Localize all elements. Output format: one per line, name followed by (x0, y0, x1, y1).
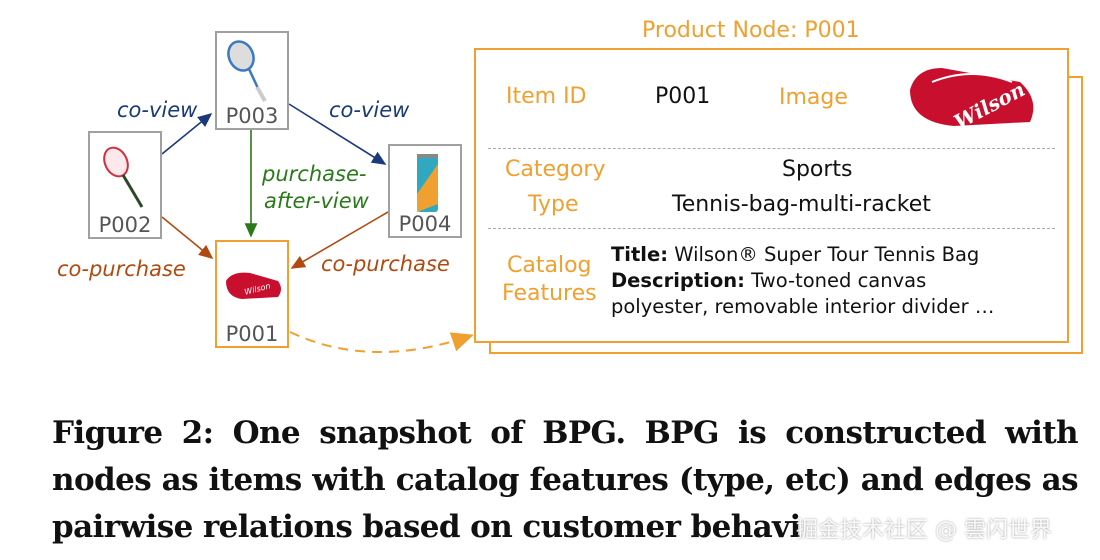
description-value: Two-toned canvas (744, 269, 927, 292)
edge-label-pav-1: purchase- (262, 162, 367, 186)
edge-label-pav-2: after-view (264, 189, 369, 213)
node-p001[interactable]: Wilson P001 (215, 240, 289, 348)
image-label: Image (779, 85, 848, 110)
feature-title: Title: Wilson® Super Tour Tennis Bag (611, 242, 979, 268)
card-title: Product Node: P001 (642, 18, 860, 43)
edge-label-copurchase-2: co-purchase (321, 252, 450, 276)
category-value: Sports (782, 157, 853, 182)
feature-description-cont: polyester, removable interior divider … (611, 295, 995, 318)
item-id-value: P001 (655, 84, 711, 109)
tennis-racket-blue-icon (227, 40, 267, 102)
tennis-bag-image: Wilson (910, 68, 1034, 132)
category-label: Category (505, 157, 606, 182)
title-value: Wilson® Super Tour Tennis Bag (668, 243, 980, 266)
tennis-bag-icon: Wilson (226, 272, 281, 299)
divider (488, 148, 1055, 149)
edge-label-coview-2: co-view (329, 98, 410, 122)
caption-line: nodes as items with catalog features (ty… (52, 462, 1079, 498)
figure-caption: Figure 2: One snapshot of BPG. BPG is co… (52, 410, 1079, 551)
node-label: P001 (225, 322, 279, 346)
title-key: Title: (611, 243, 669, 266)
node-label: P002 (98, 213, 152, 237)
edge-p002-p001 (161, 216, 214, 260)
description-key: Description: (611, 269, 745, 292)
node-p004[interactable]: P004 (388, 144, 462, 238)
node-p003[interactable]: P003 (215, 31, 289, 130)
type-label: Type (528, 192, 579, 217)
edge-p004-p001 (290, 211, 389, 269)
watermark: 掘金技术社区 @ 雲闪世界 (796, 518, 1052, 543)
caption-line: Figure 2: One snapshot of BPG. BPG is co… (52, 415, 1079, 451)
node-label: P004 (398, 212, 452, 236)
caption-line: pairwise relations based on customer beh… (52, 509, 801, 545)
tennis-racket-red-icon (103, 146, 144, 208)
node-p002[interactable]: P002 (88, 131, 162, 239)
edge-label-coview-1: co-view (117, 98, 198, 122)
divider (488, 228, 1055, 229)
edge-p003-p004 (288, 103, 387, 165)
tennis-ball-can-icon (417, 154, 438, 212)
features-label: Features (502, 281, 597, 306)
catalog-label: Catalog (507, 253, 592, 278)
feature-description: Description: Two-toned canvas (611, 268, 926, 294)
item-id-label: Item ID (506, 84, 587, 109)
node-label: P003 (225, 104, 279, 128)
type-value: Tennis-bag-multi-racket (672, 192, 931, 217)
edge-label-copurchase-1: co-purchase (57, 257, 186, 281)
edge-p002-p003 (161, 112, 213, 155)
edge-p001-card (289, 331, 474, 353)
graph-edges (161, 103, 474, 353)
